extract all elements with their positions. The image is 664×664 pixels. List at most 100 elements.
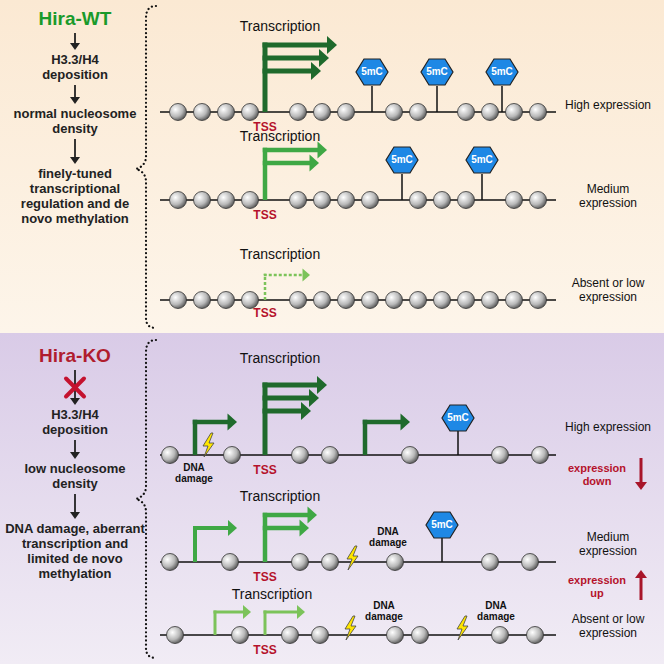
nucleosome bbox=[162, 554, 179, 571]
nucleosome bbox=[458, 292, 475, 309]
damage-label: DNA damage bbox=[362, 526, 414, 548]
node-text: 5mC bbox=[465, 146, 499, 174]
tss-label: TSS bbox=[250, 643, 280, 657]
nucleosome bbox=[242, 192, 259, 209]
transcription-arrow bbox=[264, 605, 306, 635]
nucleosome bbox=[412, 627, 429, 644]
methyl-stick bbox=[401, 174, 403, 200]
transcription-label: Transcription bbox=[222, 586, 322, 602]
nucleosome bbox=[314, 104, 331, 121]
methyl-stick bbox=[501, 86, 503, 112]
expression-label: Absent or low expression bbox=[560, 612, 656, 640]
nucleosome bbox=[492, 447, 509, 464]
bracket bbox=[136, 6, 156, 328]
dna-damage-bolt bbox=[347, 546, 358, 570]
change-label: expression up bbox=[562, 574, 632, 600]
transcription-label: Transcription bbox=[230, 246, 330, 262]
flow-arrow bbox=[70, 139, 80, 164]
node-text: low nucleosome density bbox=[8, 461, 143, 491]
process-step: finely-tuned transcriptional regulation … bbox=[16, 166, 134, 226]
node-text: H3.3/H4 deposition bbox=[25, 52, 125, 82]
transcription-label: Transcription bbox=[230, 128, 330, 144]
node-text: normal nucleosome density bbox=[8, 106, 143, 136]
nucleosome bbox=[232, 627, 249, 644]
node-text: Hira-WT bbox=[10, 8, 140, 30]
node-text: 5mC bbox=[420, 58, 454, 86]
transcription-arrow bbox=[263, 507, 317, 563]
nucleosome bbox=[506, 192, 523, 209]
transcription-label: Transcription bbox=[230, 488, 330, 504]
methylation-hexagon: 5mC bbox=[385, 146, 419, 174]
nucleosome bbox=[458, 192, 475, 209]
transcription-arrow bbox=[263, 376, 328, 455]
transcription-arrow bbox=[264, 269, 310, 301]
nucleosome bbox=[312, 627, 329, 644]
bracket bbox=[136, 340, 156, 658]
condition-heading: Hira-KO bbox=[10, 345, 140, 367]
expression-label: Absent or low expression bbox=[560, 276, 656, 304]
expression-label: Medium expression bbox=[560, 530, 656, 558]
node-text: 5mC bbox=[355, 58, 389, 86]
flow-arrow bbox=[70, 33, 80, 50]
nucleosome bbox=[194, 104, 211, 121]
methylation-hexagon: 5mC bbox=[420, 58, 454, 86]
change-label: expression down bbox=[562, 462, 632, 488]
transcription-arrow bbox=[214, 605, 252, 635]
nucleosome bbox=[292, 447, 309, 464]
methylation-hexagon: 5mC bbox=[355, 58, 389, 86]
nucleosome bbox=[506, 104, 523, 121]
nucleosome bbox=[222, 554, 239, 571]
nucleosome bbox=[410, 104, 427, 121]
nucleosome bbox=[387, 627, 404, 644]
flow-arrow bbox=[70, 85, 80, 104]
damage-label: DNA damage bbox=[358, 600, 410, 622]
methyl-stick bbox=[436, 86, 438, 112]
nucleosome bbox=[224, 447, 241, 464]
nucleosome bbox=[387, 554, 404, 571]
transcription-arrow bbox=[193, 520, 237, 562]
node-text: 5mC bbox=[441, 404, 475, 432]
nucleosome bbox=[162, 447, 179, 464]
transcription-arrow bbox=[263, 36, 338, 112]
process-step: normal nucleosome density bbox=[8, 106, 143, 136]
node-text: 5mC bbox=[385, 146, 419, 174]
methylation-hexagon: 5mC bbox=[425, 511, 459, 539]
nucleosome bbox=[218, 192, 235, 209]
nucleosome bbox=[482, 104, 499, 121]
nucleosome bbox=[458, 104, 475, 121]
nucleosome bbox=[322, 447, 339, 464]
process-step: H3.3/H4 deposition bbox=[25, 52, 125, 82]
nucleosome bbox=[167, 627, 184, 644]
tss-label: TSS bbox=[250, 208, 280, 222]
nucleosome bbox=[434, 192, 451, 209]
dna-damage-bolt bbox=[203, 433, 214, 457]
nucleosome bbox=[314, 292, 331, 309]
nucleosome bbox=[386, 104, 403, 121]
nucleosome bbox=[434, 292, 451, 309]
nucleosome bbox=[338, 192, 355, 209]
node-text: Hira-KO bbox=[10, 345, 140, 367]
blocked-mark bbox=[66, 379, 84, 397]
nucleosome bbox=[290, 192, 307, 209]
nucleosome bbox=[338, 104, 355, 121]
methyl-stick bbox=[457, 429, 459, 455]
transcription-arrow bbox=[263, 142, 327, 201]
nucleosome bbox=[170, 292, 187, 309]
node-text: 5mC bbox=[425, 511, 459, 539]
nucleosome bbox=[532, 447, 549, 464]
nucleosome bbox=[527, 627, 544, 644]
expression-arrow bbox=[635, 570, 647, 600]
nucleosome bbox=[194, 292, 211, 309]
methylation-hexagon: 5mC bbox=[485, 58, 519, 86]
nucleosome bbox=[492, 627, 509, 644]
node-text: H3.3/H4 deposition bbox=[25, 407, 125, 437]
nucleosome bbox=[170, 192, 187, 209]
node-text: 5mC bbox=[485, 58, 519, 86]
methyl-stick bbox=[481, 174, 483, 200]
nucleosome bbox=[218, 104, 235, 121]
nucleosome bbox=[530, 104, 547, 121]
transcription-arrow bbox=[363, 414, 410, 456]
dna-damage-bolt bbox=[457, 616, 468, 640]
transcription-label: Transcription bbox=[230, 18, 330, 34]
nucleosome bbox=[530, 192, 547, 209]
